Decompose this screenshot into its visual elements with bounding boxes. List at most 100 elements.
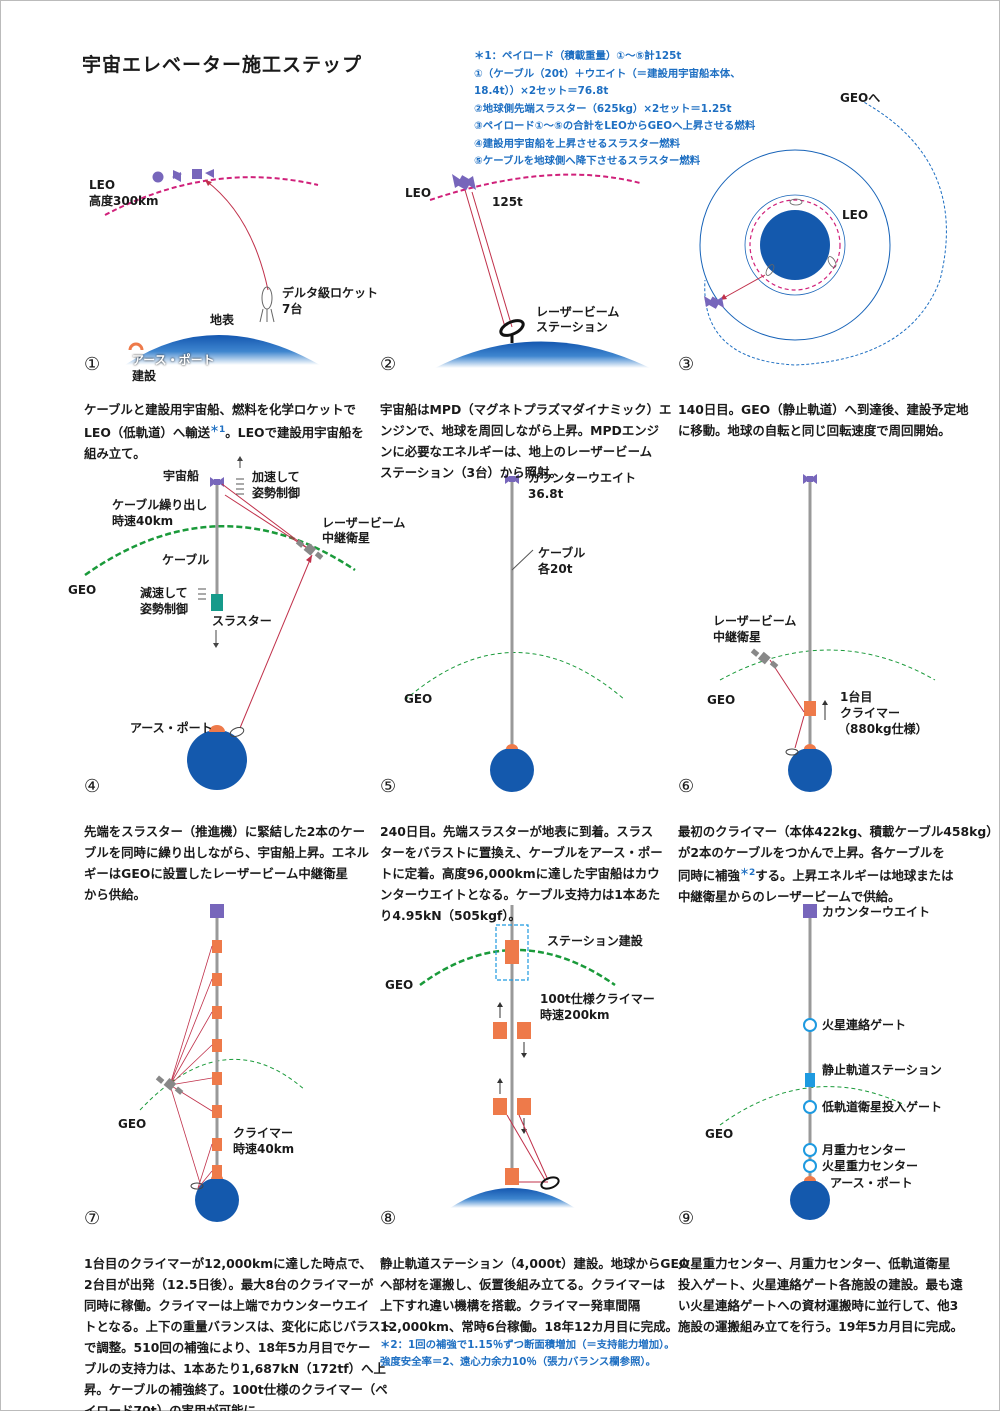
step-number-6: ⑥ bbox=[678, 776, 695, 797]
module-circle bbox=[152, 171, 164, 183]
station-box bbox=[495, 924, 529, 981]
earth-surface bbox=[125, 335, 320, 365]
step-3-line-2: に移動。地球の自転と同じ回転速度で周回開始。 bbox=[678, 423, 951, 438]
step-7-description: 1台目のクライマーが12,000kmに達した時点で、 2台目が出発（12.5日後… bbox=[84, 1232, 393, 1411]
spaceship-icon bbox=[452, 174, 476, 191]
footnote: ＊2：1回の補強で1.15％ずつ断面積増加（＝支持能力増加）。 強度安全率＝2、… bbox=[380, 1320, 675, 1371]
step-7-line-6: ブルの支持力は、1本あたり1,687kN（172tf）へ上 bbox=[84, 1361, 386, 1376]
relay-satellite-icon bbox=[155, 1075, 184, 1095]
earth-ball bbox=[788, 748, 832, 792]
module-arrow-2 bbox=[173, 170, 182, 179]
step-3-line-1: 140日目。GEO（静止軌道）へ到達後、建設予定地 bbox=[678, 402, 969, 417]
note-2: 18.4t））×2セット＝76.8t bbox=[474, 85, 609, 97]
step-2-line-2: ンジンで、地球を周回しながら上昇。MPDエンジ bbox=[380, 423, 660, 438]
geo-orbit bbox=[139, 1059, 306, 1111]
p4-decel1: 減速して bbox=[140, 586, 188, 600]
step-9-line-4: 施設の運搬組み立てを行う。19年5カ月目に完成。 bbox=[678, 1319, 964, 1334]
step-7-line-7: 昇。ケーブルの補強終了。100t仕様のクライマー（ペ bbox=[84, 1382, 388, 1397]
laser-beam bbox=[471, 191, 513, 328]
geo-orbit bbox=[404, 652, 626, 701]
p1-rocket2: 7台 bbox=[282, 302, 303, 316]
step-1-ref: ＊1 bbox=[210, 425, 226, 435]
p2-leo: LEO bbox=[405, 186, 432, 200]
note-1: ①（ケーブル（20t）＋ウエイト（＝建設用宇宙船本体、 bbox=[474, 68, 741, 80]
climber bbox=[804, 701, 816, 716]
note-6: ⑤ケーブルを地球側へ降下させるスラスター燃料 bbox=[474, 155, 701, 167]
outer-orbit bbox=[699, 149, 891, 341]
step-number-2: ② bbox=[380, 354, 397, 375]
p7-geo: GEO bbox=[118, 1117, 147, 1131]
p9-leogate: 低軌道衛星投入ゲート bbox=[822, 1100, 943, 1114]
step-1-line-1: ケーブルと建設用宇宙船、燃料を化学ロケットで bbox=[84, 402, 356, 417]
p9-port: アース・ポート bbox=[830, 1176, 913, 1190]
step-5-description: 240日目。先端スラスターが地表に到着。スラス ターをバラストに置換え、ケーブル… bbox=[380, 800, 663, 926]
geo-orbit bbox=[84, 525, 356, 577]
p9-cw: カウンターウエイト bbox=[822, 905, 931, 919]
panel-9 bbox=[719, 904, 906, 1220]
p8-station: ステーション建設 bbox=[547, 934, 643, 948]
p7-climber2: 時速40km bbox=[233, 1142, 295, 1156]
earth-ball bbox=[790, 1180, 830, 1220]
panel-8 bbox=[419, 905, 616, 1208]
step-2-line-4: ステーション（3台）から照射。 bbox=[380, 465, 562, 480]
step-9-line-2: 投入ゲート、火星連絡ゲート各施設の建設。最も遠 bbox=[678, 1277, 963, 1292]
earth-port-1 bbox=[128, 342, 144, 351]
p9-moon: 月重力センター bbox=[822, 1143, 907, 1157]
step-6-line-2: が2本のケーブルをつかんで上昇。各ケーブルを bbox=[678, 845, 945, 860]
step-number-5: ⑤ bbox=[380, 776, 397, 797]
step-4-line-2: ブルを同時に繰り出しながら、宇宙船上昇。エネル bbox=[84, 845, 369, 860]
step-1-description: ケーブルと建設用宇宙船、燃料を化学ロケットで LEO（低軌道）へ輸送＊1。LEO… bbox=[84, 378, 364, 464]
module-square bbox=[192, 169, 202, 179]
step-6-line-1: 最初のクライマー（本体422kg、積載ケーブル458kg） bbox=[678, 824, 999, 839]
p1-port1: アース・ポート bbox=[132, 353, 215, 367]
leo-orbit bbox=[104, 176, 319, 216]
step-7-line-5: で調整。510回の補強により、18年5カ月目でケー bbox=[84, 1340, 371, 1355]
earth-ball bbox=[490, 748, 534, 792]
panel-1 bbox=[104, 169, 320, 365]
footnote-line-2: 強度安全率＝2、遠心力余力10％（張力バランス欄参照）。 bbox=[380, 1356, 657, 1368]
p2-mass: 125t bbox=[492, 195, 523, 209]
step-1-line-4: 組み立て。 bbox=[84, 446, 146, 462]
step-7-line-2: 2台目が出発（12.5日後）。最大8台のクライマーが bbox=[84, 1277, 374, 1292]
step-3-description: 140日目。GEO（静止軌道）へ到達後、建設予定地 に移動。地球の自転と同じ回転… bbox=[678, 378, 968, 441]
p4-accel2: 姿勢制御 bbox=[252, 486, 301, 500]
moon-center bbox=[803, 1143, 817, 1157]
step-5-line-4: ンターウエイトとなる。ケーブル支持力は1本あた bbox=[380, 887, 661, 902]
panel-7 bbox=[139, 904, 306, 1222]
station bbox=[505, 940, 519, 964]
p3-leo: LEO bbox=[842, 208, 869, 222]
p5-cablemass: 各20t bbox=[538, 562, 573, 576]
step-4-line-4: から供給。 bbox=[84, 887, 146, 902]
step-5-line-5: り4.95kN（505kgf）。 bbox=[380, 908, 521, 923]
counterweight bbox=[803, 904, 817, 918]
leo-gate bbox=[803, 1100, 817, 1114]
page-title: 宇宙エレベーター施工ステップ bbox=[82, 54, 363, 76]
step-number-7: ⑦ bbox=[84, 1208, 101, 1229]
panel-3 bbox=[699, 99, 947, 366]
leo-orbit bbox=[429, 173, 641, 201]
p8-climber2: 時速200km bbox=[540, 1008, 610, 1022]
step-8-description: 静止軌道ステーション（4,000t）建設。地球からGEO へ部材を運搬し、仮置後… bbox=[380, 1232, 689, 1337]
step-8-line-2: へ部材を運搬し、仮置後組み立てる。クライマーは bbox=[380, 1277, 665, 1292]
step-6-line-4: する。上昇エネルギーは地球または bbox=[755, 868, 954, 884]
p4-cable1: ケーブル繰り出し bbox=[112, 498, 208, 512]
step-7-line-1: 1台目のクライマーが12,000kmに達した時点で、 bbox=[84, 1256, 372, 1271]
step-number-3: ③ bbox=[678, 354, 695, 375]
p9-geo: GEO bbox=[705, 1127, 734, 1141]
p5-cw: カウンターウエイト bbox=[528, 471, 637, 485]
step-number-1: ① bbox=[84, 354, 101, 375]
climbers bbox=[212, 940, 222, 1178]
step-number-4: ④ bbox=[84, 776, 101, 797]
p1-rocket1: デルタ級ロケット bbox=[282, 286, 379, 300]
p9-marsg: 火星重力センター bbox=[822, 1159, 919, 1173]
p4-geo: GEO bbox=[68, 583, 97, 597]
p4-thruster: スラスター bbox=[212, 614, 272, 628]
step-2-description: 宇宙船はMPD（マグネトプラズマダイナミック）エ ンジンで、地球を周回しながら上… bbox=[380, 378, 671, 483]
thrust-lines bbox=[198, 478, 244, 600]
counterweight-icon bbox=[505, 474, 519, 484]
p4-accel1: 加速して bbox=[252, 470, 300, 484]
p1-leo: LEO bbox=[89, 178, 116, 192]
p4-cable2: 時速40km bbox=[112, 514, 174, 528]
step-4-line-3: ギーはGEOに設置したレーザービーム中継衛星 bbox=[84, 866, 348, 881]
p9-mars: 火星連絡ゲート bbox=[822, 1018, 907, 1032]
